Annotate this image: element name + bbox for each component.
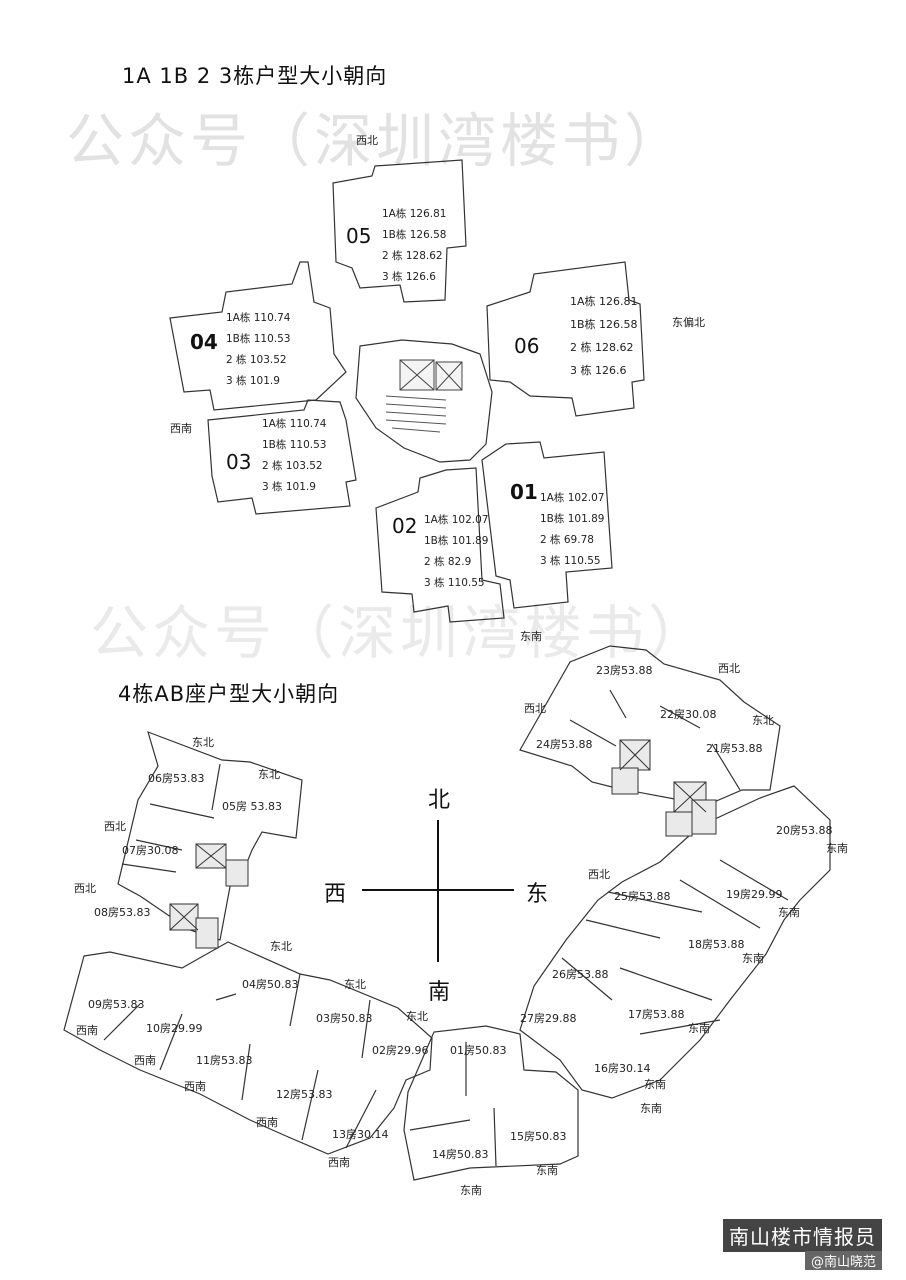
unit-03-id: 03 bbox=[226, 450, 252, 474]
t4-dir-1: 东北 bbox=[192, 736, 214, 749]
t4-dir-19: 东南 bbox=[826, 842, 848, 855]
t4-dir-20: 西北 bbox=[588, 868, 610, 881]
tower1-dir-southeast: 东南 bbox=[520, 630, 542, 643]
unit-06-id: 06 bbox=[514, 334, 540, 358]
room-22: 22房30.08 bbox=[660, 708, 717, 721]
room-09: 09房53.83 bbox=[88, 998, 145, 1011]
compass-west: 西 bbox=[324, 882, 347, 907]
room-19: 19房29.99 bbox=[726, 888, 783, 901]
room-23: 23房53.88 bbox=[596, 664, 653, 677]
credit-handle: @南山晓范 bbox=[804, 1251, 882, 1270]
room-07: 07房30.08 bbox=[122, 844, 179, 857]
t4-dir-5: 东北 bbox=[270, 940, 292, 953]
t4-dir-10: 西南 bbox=[184, 1080, 206, 1093]
room-14: 14房50.83 bbox=[432, 1148, 489, 1161]
t4-dir-13: 东南 bbox=[460, 1184, 482, 1197]
unit-05-id: 05 bbox=[346, 224, 372, 248]
tower1-dir-east-north: 东偏北 bbox=[672, 316, 705, 329]
room-20: 20房53.88 bbox=[776, 824, 833, 837]
room-05: 05房 53.83 bbox=[222, 800, 282, 813]
room-01: 01房50.83 bbox=[450, 1044, 507, 1057]
t4-dir-16: 东南 bbox=[688, 1022, 710, 1035]
t4-dir-21: 西北 bbox=[524, 702, 546, 715]
unit-04-id: 04 bbox=[190, 330, 218, 354]
room-08: 08房53.83 bbox=[94, 906, 151, 919]
room-25: 25房53.88 bbox=[614, 890, 671, 903]
t4-dir-14: 东南 bbox=[536, 1164, 558, 1177]
tower1-dir-northwest: 西北 bbox=[356, 134, 378, 147]
t4-dir-8: 西南 bbox=[76, 1024, 98, 1037]
t4-dir-4: 西北 bbox=[74, 882, 96, 895]
room-26: 26房53.88 bbox=[552, 968, 609, 981]
room-06: 06房53.83 bbox=[148, 772, 205, 785]
t4-dir-18: 东南 bbox=[778, 906, 800, 919]
compass-east: 东 bbox=[526, 882, 549, 907]
room-13: 13房30.14 bbox=[332, 1128, 389, 1141]
unit-05-sizes: 1A栋 126.81 1B栋 126.58 2 栋 128.62 3 栋 126… bbox=[382, 208, 447, 283]
watermark-middle: 公众号（深圳湾楼书） bbox=[90, 599, 711, 667]
unit-02-sizes: 1A栋 102.07 1B栋 101.89 2 栋 82.9 3 栋 110.5… bbox=[424, 514, 489, 589]
room-24: 24房53.88 bbox=[536, 738, 593, 751]
room-17: 17房53.88 bbox=[628, 1008, 685, 1021]
room-16: 16房30.14 bbox=[594, 1062, 651, 1075]
t4-dir-22: 东北 bbox=[752, 714, 774, 727]
room-11: 11房53.83 bbox=[196, 1054, 253, 1067]
t4-dir-9: 西南 bbox=[134, 1054, 156, 1067]
credit-badge: 南山楼市情报员 bbox=[723, 1219, 882, 1252]
tower1-dir-southwest: 西南 bbox=[170, 422, 192, 435]
unit-01-sizes: 1A栋 102.07 1B栋 101.89 2 栋 69.78 3 栋 110.… bbox=[540, 492, 605, 567]
room-02: 02房29.96 bbox=[372, 1044, 429, 1057]
room-21: 21房53.88 bbox=[706, 742, 763, 755]
room-10: 10房29.99 bbox=[146, 1022, 203, 1035]
t4-dir-17: 东南 bbox=[742, 952, 764, 965]
t4-dir-12: 西南 bbox=[328, 1156, 350, 1169]
room-18: 18房53.88 bbox=[688, 938, 745, 951]
t4-dir-3: 西北 bbox=[104, 820, 126, 833]
t4-dir-2: 东北 bbox=[258, 768, 280, 781]
room-27: 27房29.88 bbox=[520, 1012, 577, 1025]
t4-dir-24: 东南 bbox=[640, 1102, 662, 1115]
t4-dir-23: 西北 bbox=[718, 662, 740, 675]
unit-01-id: 01 bbox=[510, 480, 538, 504]
section2-title: 4栋AB座户型大小朝向 bbox=[118, 682, 340, 706]
compass-south: 南 bbox=[428, 980, 451, 1005]
unit-03-sizes: 1A栋 110.74 1B栋 110.53 2 栋 103.52 3 栋 101… bbox=[262, 418, 327, 493]
room-03: 03房50.83 bbox=[316, 1012, 373, 1025]
t4-dir-11: 西南 bbox=[256, 1116, 278, 1129]
unit-06-sizes: 1A栋 126.81 1B栋 126.58 2 栋 128.62 3 栋 126… bbox=[570, 295, 638, 377]
room-12: 12房53.83 bbox=[276, 1088, 333, 1101]
t4-dir-6: 东北 bbox=[344, 978, 366, 991]
compass-north: 北 bbox=[428, 788, 451, 813]
unit-04-sizes: 1A栋 110.74 1B栋 110.53 2 栋 103.52 3 栋 101… bbox=[226, 312, 291, 387]
room-15: 15房50.83 bbox=[510, 1130, 567, 1143]
t4-dir-7: 东北 bbox=[406, 1010, 428, 1023]
unit-02-id: 02 bbox=[392, 514, 418, 538]
watermark-top: 公众号（深圳湾楼书） bbox=[66, 107, 687, 175]
section1-title: 1A 1B 2 3栋户型大小朝向 bbox=[122, 64, 388, 88]
t4-dir-15: 东南 bbox=[644, 1078, 666, 1091]
room-04: 04房50.83 bbox=[242, 978, 299, 991]
